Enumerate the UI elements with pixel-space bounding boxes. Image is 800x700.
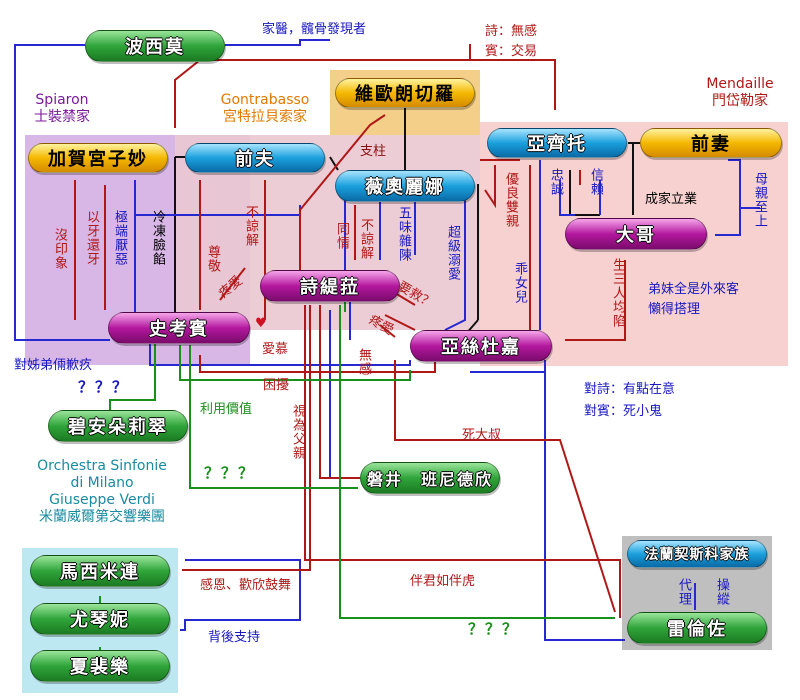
label-beihou: 背後支持: [208, 630, 261, 645]
label-daili: 代理: [676, 578, 691, 606]
label-youliangshuangqin: 優良雙親: [503, 172, 518, 228]
label-aimu: 愛慕: [262, 342, 289, 357]
label-yiyahuanya: 以牙還牙: [84, 210, 99, 266]
node-qianqi[interactable]: 前妻: [640, 128, 782, 158]
label-landeda: 懶得搭理: [648, 302, 701, 317]
group-subname: 宮特拉貝索家: [223, 109, 307, 125]
label-dui-bin: 對賓：死小鬼: [584, 404, 663, 419]
group-name: Gontrabasso: [220, 92, 310, 108]
heart-icon: ♥: [255, 316, 267, 331]
label-jiduanyanwu: 極端厭惡: [112, 210, 127, 266]
label-xinlai: 信賴: [588, 168, 603, 196]
group-subname: 士裝禁家: [34, 109, 90, 125]
group-title-spiaron: Spiaron 士裝禁家: [22, 92, 102, 126]
node-kaga[interactable]: 加賀宮子妙: [28, 143, 168, 173]
label-q3: ？？？: [468, 620, 520, 638]
label-liyongjiazhi: 利用價值: [200, 402, 253, 417]
label-shi-wugan: 詩：無感: [485, 24, 538, 39]
label-dui-shi: 對詩：有點在意: [584, 382, 676, 397]
label-wugan: 無感: [356, 348, 371, 376]
node-vioalina[interactable]: 薇奧麗娜: [335, 170, 475, 202]
node-leilunzuo[interactable]: 雷倫佐: [627, 612, 767, 644]
group-name: Spiaron: [35, 92, 89, 108]
label-ganen: 感恩、歡欣鼓舞: [200, 578, 292, 593]
node-dage[interactable]: 大哥: [565, 218, 707, 250]
label-banjun: 伴君如伴虎: [410, 574, 476, 589]
node-youqini[interactable]: 尤琴妮: [30, 603, 170, 635]
group-name-line-2: di Milano: [70, 475, 134, 491]
label-q1: ？？？: [78, 378, 130, 396]
node-qianfu[interactable]: 前夫: [185, 143, 325, 173]
group-name-line-3: Giuseppe Verdi: [49, 492, 155, 508]
node-yaqituo[interactable]: 亞齊托: [487, 128, 627, 158]
label-zhizhu: 支柱: [360, 144, 387, 159]
node-xiafeile[interactable]: 夏裴樂: [30, 650, 170, 682]
label-muqinzhishang: 母親至上: [752, 172, 767, 228]
label-chengjialiye: 成家立業: [645, 192, 698, 207]
group-name-line-4: 米蘭威爾第交響樂團: [39, 509, 165, 525]
label-buliangjie-1: 不諒解: [243, 205, 258, 247]
label-zhongcheng: 忠誠: [548, 168, 563, 196]
group-title-orchestra: Orchestra Sinfonie di Milano Giuseppe Ve…: [12, 458, 192, 526]
label-jiayi: 家醫，髖骨發現者: [262, 22, 367, 37]
node-shixuechuan[interactable]: 詩緹菈: [260, 270, 400, 302]
group-subname: 門岱勒家: [712, 93, 768, 109]
label-lengdongjiban: 冷凍臉餡: [150, 210, 165, 266]
label-chaojichinai: 超級溺愛: [445, 225, 460, 281]
label-siduishu: 死大叔: [462, 428, 502, 443]
label-shiweifuqin: 視為父親: [290, 404, 305, 460]
label-zunjing: 尊敬: [205, 245, 220, 273]
label-buliangjie-2: 不諒解: [358, 218, 373, 260]
node-yasidujia[interactable]: 亞絲杜嘉: [410, 330, 552, 362]
node-falanqisi[interactable]: 法蘭契斯科家族: [627, 540, 767, 568]
group-name: Mendaille: [706, 76, 774, 92]
label-caozong: 操縱: [714, 578, 729, 606]
node-maximilian[interactable]: 馬西米連: [30, 555, 170, 587]
group-title-gontrabasso: Gontrabasso 宮特拉貝索家: [205, 92, 325, 126]
label-shengsan: 生三人均陷: [610, 258, 625, 328]
label-q2: ？？？: [204, 464, 256, 482]
node-shixiaobin[interactable]: 史考賓: [108, 312, 250, 344]
node-jingjing[interactable]: 磐井 班尼德欣: [360, 462, 500, 494]
label-kunrao: 困擾: [263, 378, 290, 393]
group-name-line-1: Orchestra Sinfonie: [37, 458, 167, 474]
label-guainuer: 乖女兒: [512, 262, 527, 304]
label-duitidi: 對姊弟倆歉疚: [14, 358, 93, 373]
node-vilungqieluo[interactable]: 維歐朗切羅: [335, 78, 475, 108]
node-bianduoliyu[interactable]: 碧安朵莉翠: [48, 410, 188, 442]
label-bin-jiaoyi: 賓：交易: [485, 44, 538, 59]
label-dimei: 弟妹全是外來客: [648, 282, 740, 297]
group-title-mendaille: Mendaille 門岱勒家: [690, 76, 790, 110]
label-tongqing: 同情: [334, 222, 349, 250]
label-wuweizachen: 五味雜陳: [396, 206, 411, 262]
node-bosimo[interactable]: 波西莫: [85, 30, 225, 62]
label-meiyinxiang: 沒印象: [52, 228, 67, 270]
